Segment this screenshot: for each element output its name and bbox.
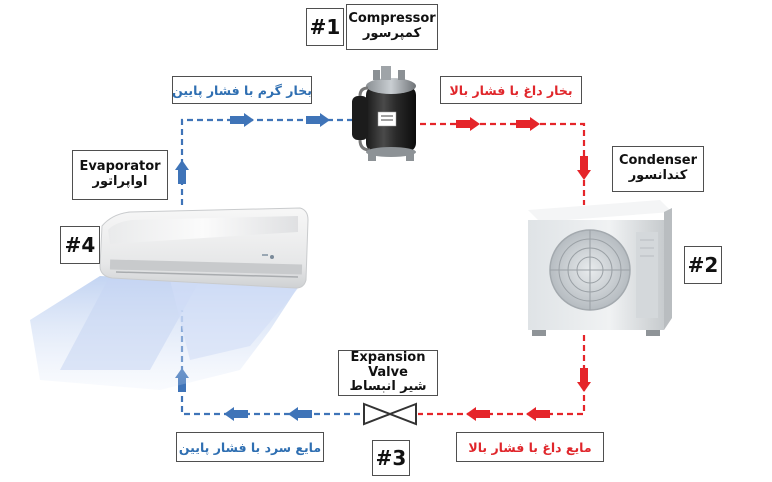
hot-vapor-line-top bbox=[420, 122, 586, 205]
condenser-number-badge: #2 bbox=[684, 246, 722, 284]
outdoor-condenser-unit-icon bbox=[528, 200, 672, 336]
state-high-pressure-hot-vapor: بخار داغ با فشار بالا bbox=[440, 76, 582, 104]
condenser-label: Condenser کندانسور bbox=[612, 146, 704, 192]
evaporator-number-badge: #4 bbox=[60, 226, 100, 264]
flow-arrow-icon bbox=[456, 117, 480, 131]
condenser-name-fa: کندانسور bbox=[628, 168, 688, 183]
flow-arrow-icon bbox=[516, 117, 540, 131]
flow-arrow-icon bbox=[288, 407, 312, 421]
state-low-pressure-hot-vapor: بخار گرم با فشار پایین bbox=[172, 76, 312, 104]
hot-liquid-line-right bbox=[418, 335, 586, 416]
evaporator-name-fa: اواپراتور bbox=[92, 174, 148, 189]
evaporator-label: Evaporator اواپراتور bbox=[72, 150, 168, 200]
expansion-valve-name-en: Expansion Valve bbox=[350, 349, 426, 380]
expansion-valve-name-fa: شیر انبساط bbox=[349, 379, 427, 395]
compressor-unit-icon bbox=[352, 66, 416, 161]
compressor-name-fa: کمپرسور bbox=[362, 26, 422, 41]
condenser-name-en: Condenser bbox=[618, 153, 698, 169]
compressor-label: Compressor کمپرسور bbox=[346, 4, 438, 50]
flow-arrow-icon bbox=[577, 156, 591, 180]
flow-arrow-icon bbox=[230, 113, 254, 127]
state-high-pressure-hot-liquid: مایع داغ با فشار بالا bbox=[456, 432, 604, 462]
cold-vapor-line-top bbox=[180, 118, 355, 205]
evaporator-name-en: Evaporator bbox=[79, 159, 161, 175]
compressor-name-en: Compressor bbox=[348, 11, 436, 27]
expansion-valve-symbol-icon bbox=[363, 402, 417, 426]
expansion-valve-label: Expansion Valve شیر انبساط bbox=[338, 350, 438, 396]
indoor-split-unit-icon bbox=[30, 207, 309, 390]
compressor-number-badge: #1 bbox=[306, 8, 344, 46]
flow-arrow-icon bbox=[526, 407, 550, 421]
expansion-valve-number-badge: #3 bbox=[372, 440, 410, 476]
flow-arrow-icon bbox=[224, 407, 248, 421]
flow-arrow-icon bbox=[466, 407, 490, 421]
state-low-pressure-cold-liquid: مایع سرد با فشار پایین bbox=[176, 432, 324, 462]
flow-arrow-icon bbox=[577, 368, 591, 392]
flow-arrow-icon bbox=[306, 113, 330, 127]
flow-arrow-icon bbox=[175, 160, 189, 184]
